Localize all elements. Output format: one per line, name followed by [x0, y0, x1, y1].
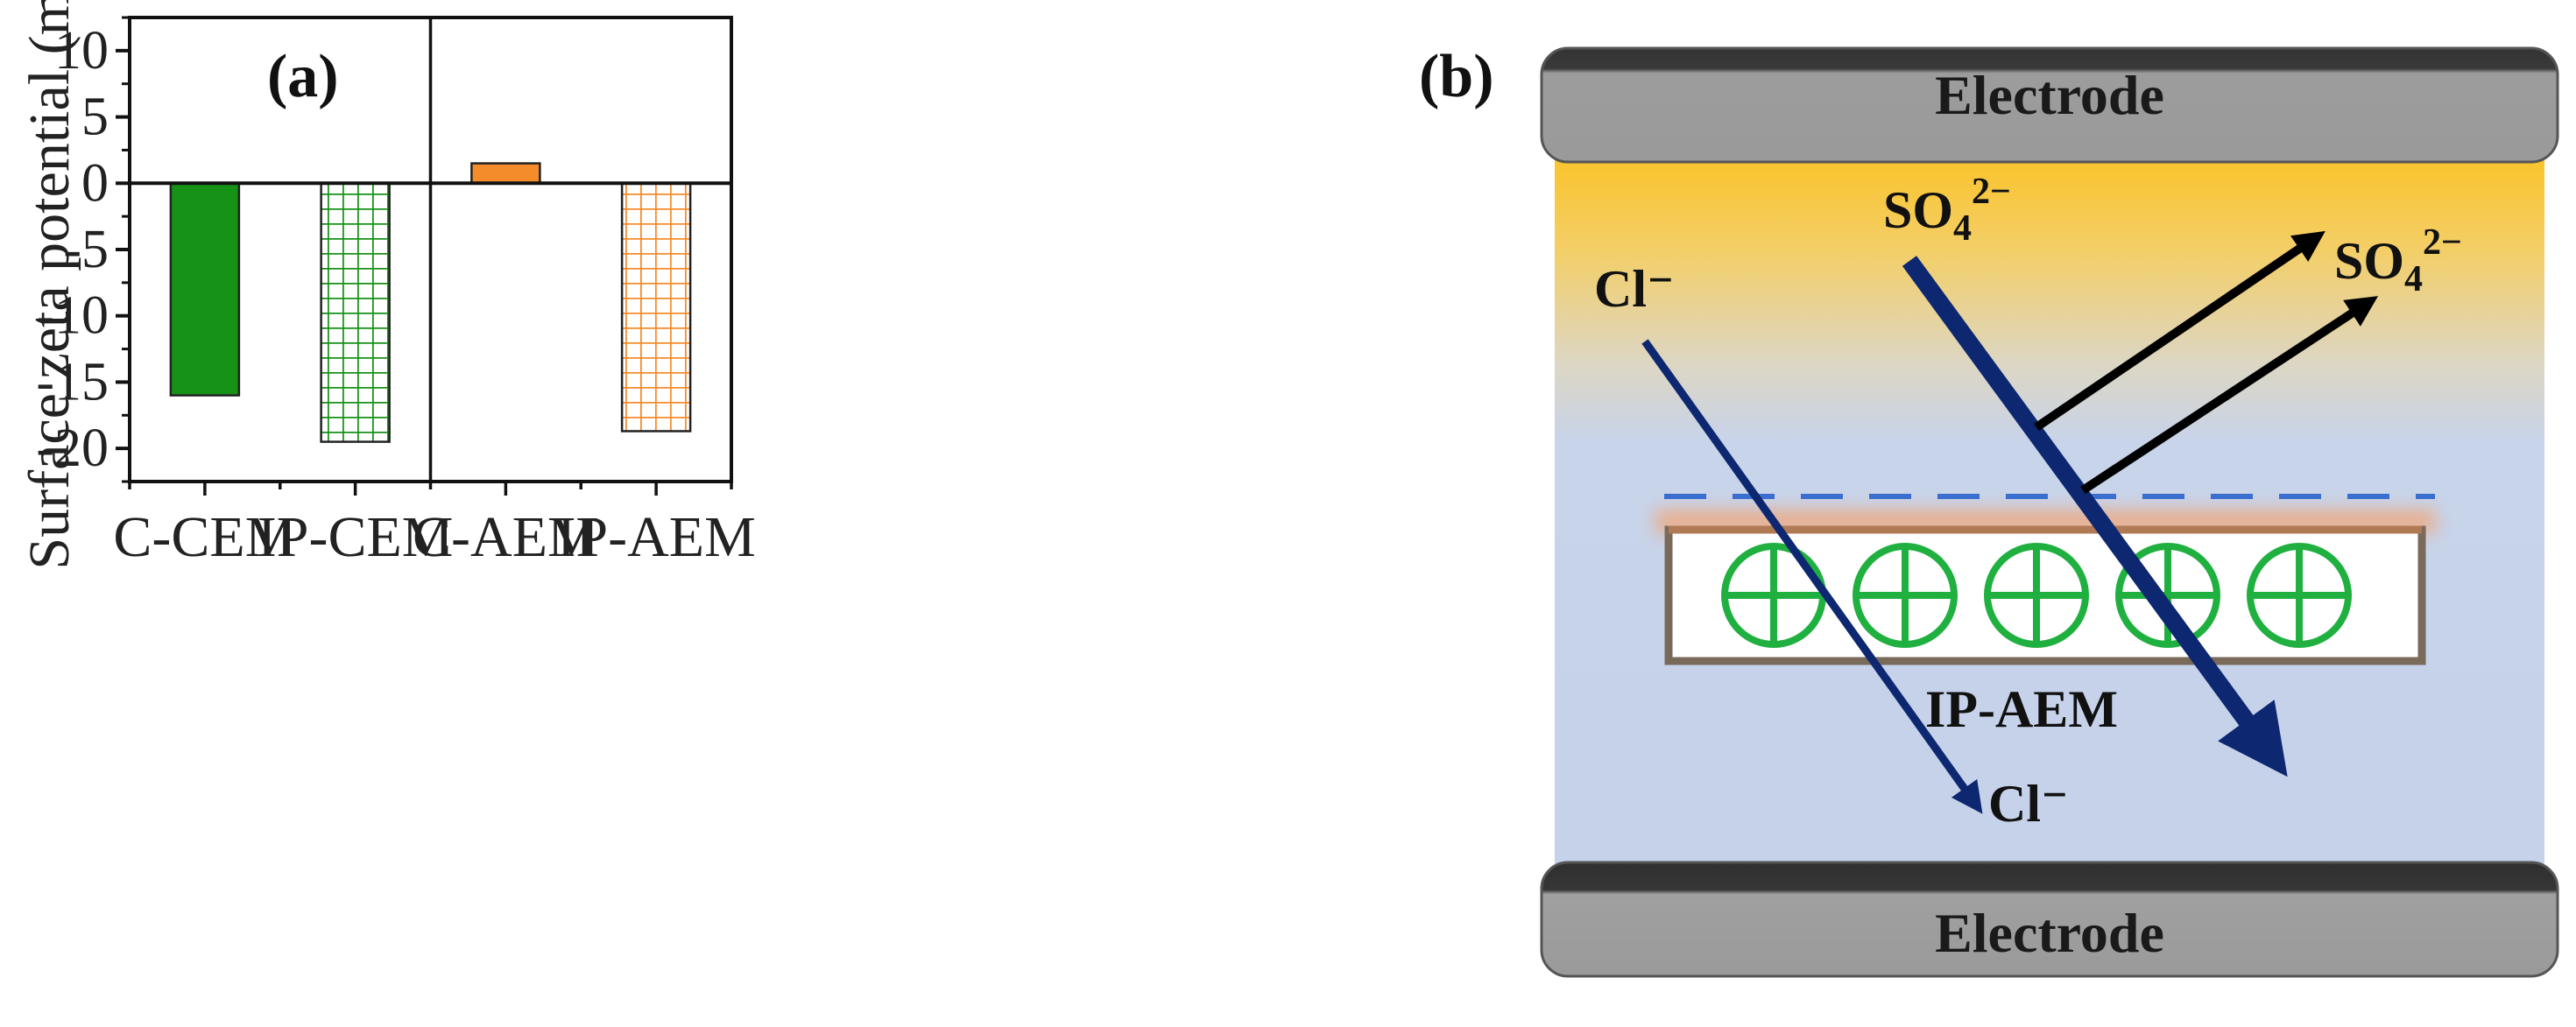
y-tick-label: -5 [63, 220, 109, 279]
category-label: IP-CEM [258, 505, 454, 569]
panel-label-a: (a) [267, 43, 339, 110]
sulfate-in-label: SO42− [1883, 172, 2011, 249]
chloride-arrow [1641, 339, 1983, 814]
y-tick-label: -15 [36, 352, 109, 412]
bottom-electrode: Electrode [1540, 861, 2559, 978]
y-tick-label: -10 [36, 286, 109, 346]
bar-c-aem [470, 162, 541, 185]
bar-group [169, 162, 692, 443]
y-tick-label: -20 [36, 419, 109, 478]
sulfate-arrow [1902, 256, 2288, 777]
panel-label-b: (b) [1419, 43, 1494, 110]
top-electrode: Electrode [1540, 46, 2559, 164]
ip-aem-membrane [1664, 525, 2426, 665]
membrane-label: IP-AEM [1925, 680, 2118, 738]
positive-charge-icon [1721, 543, 1826, 648]
category-label: C-CEM [113, 505, 296, 569]
category-label: C-AEM [413, 505, 599, 569]
y-tick-label: 5 [81, 88, 109, 147]
chloride-in-label: Cl⁻ [1594, 260, 1675, 318]
bottom-electrode-label: Electrode [1935, 902, 2164, 964]
y-tick-label: 10 [54, 21, 109, 81]
bar-ip-aem [620, 182, 692, 433]
bar-c-cem [169, 182, 241, 397]
bar-ip-cem [320, 182, 391, 443]
top-electrode-label: Electrode [1935, 64, 2164, 126]
positive-charge-icon [1984, 543, 2089, 648]
category-label: IP-AEM [556, 505, 755, 569]
y-tick-label: 0 [81, 153, 109, 213]
ion-rejection-diagram: (b) Electrode Electrode IP-AEM Cl⁻ Cl⁻ [1419, 43, 2559, 978]
solution-region [1555, 83, 2544, 937]
positive-charge-icon [2247, 543, 2352, 648]
y-axis-label: Surface zeta potential (mV) [18, 0, 81, 570]
chloride-out-label: Cl⁻ [1988, 775, 2069, 833]
reflected-sulfate-arrow-1 [2034, 230, 2325, 432]
positive-charge-group [1721, 543, 2352, 648]
reflected-sulfate-arrow-2 [2080, 296, 2379, 495]
sulfate-out-label: SO42− [2334, 222, 2462, 299]
positive-charge-icon [1853, 543, 1958, 648]
